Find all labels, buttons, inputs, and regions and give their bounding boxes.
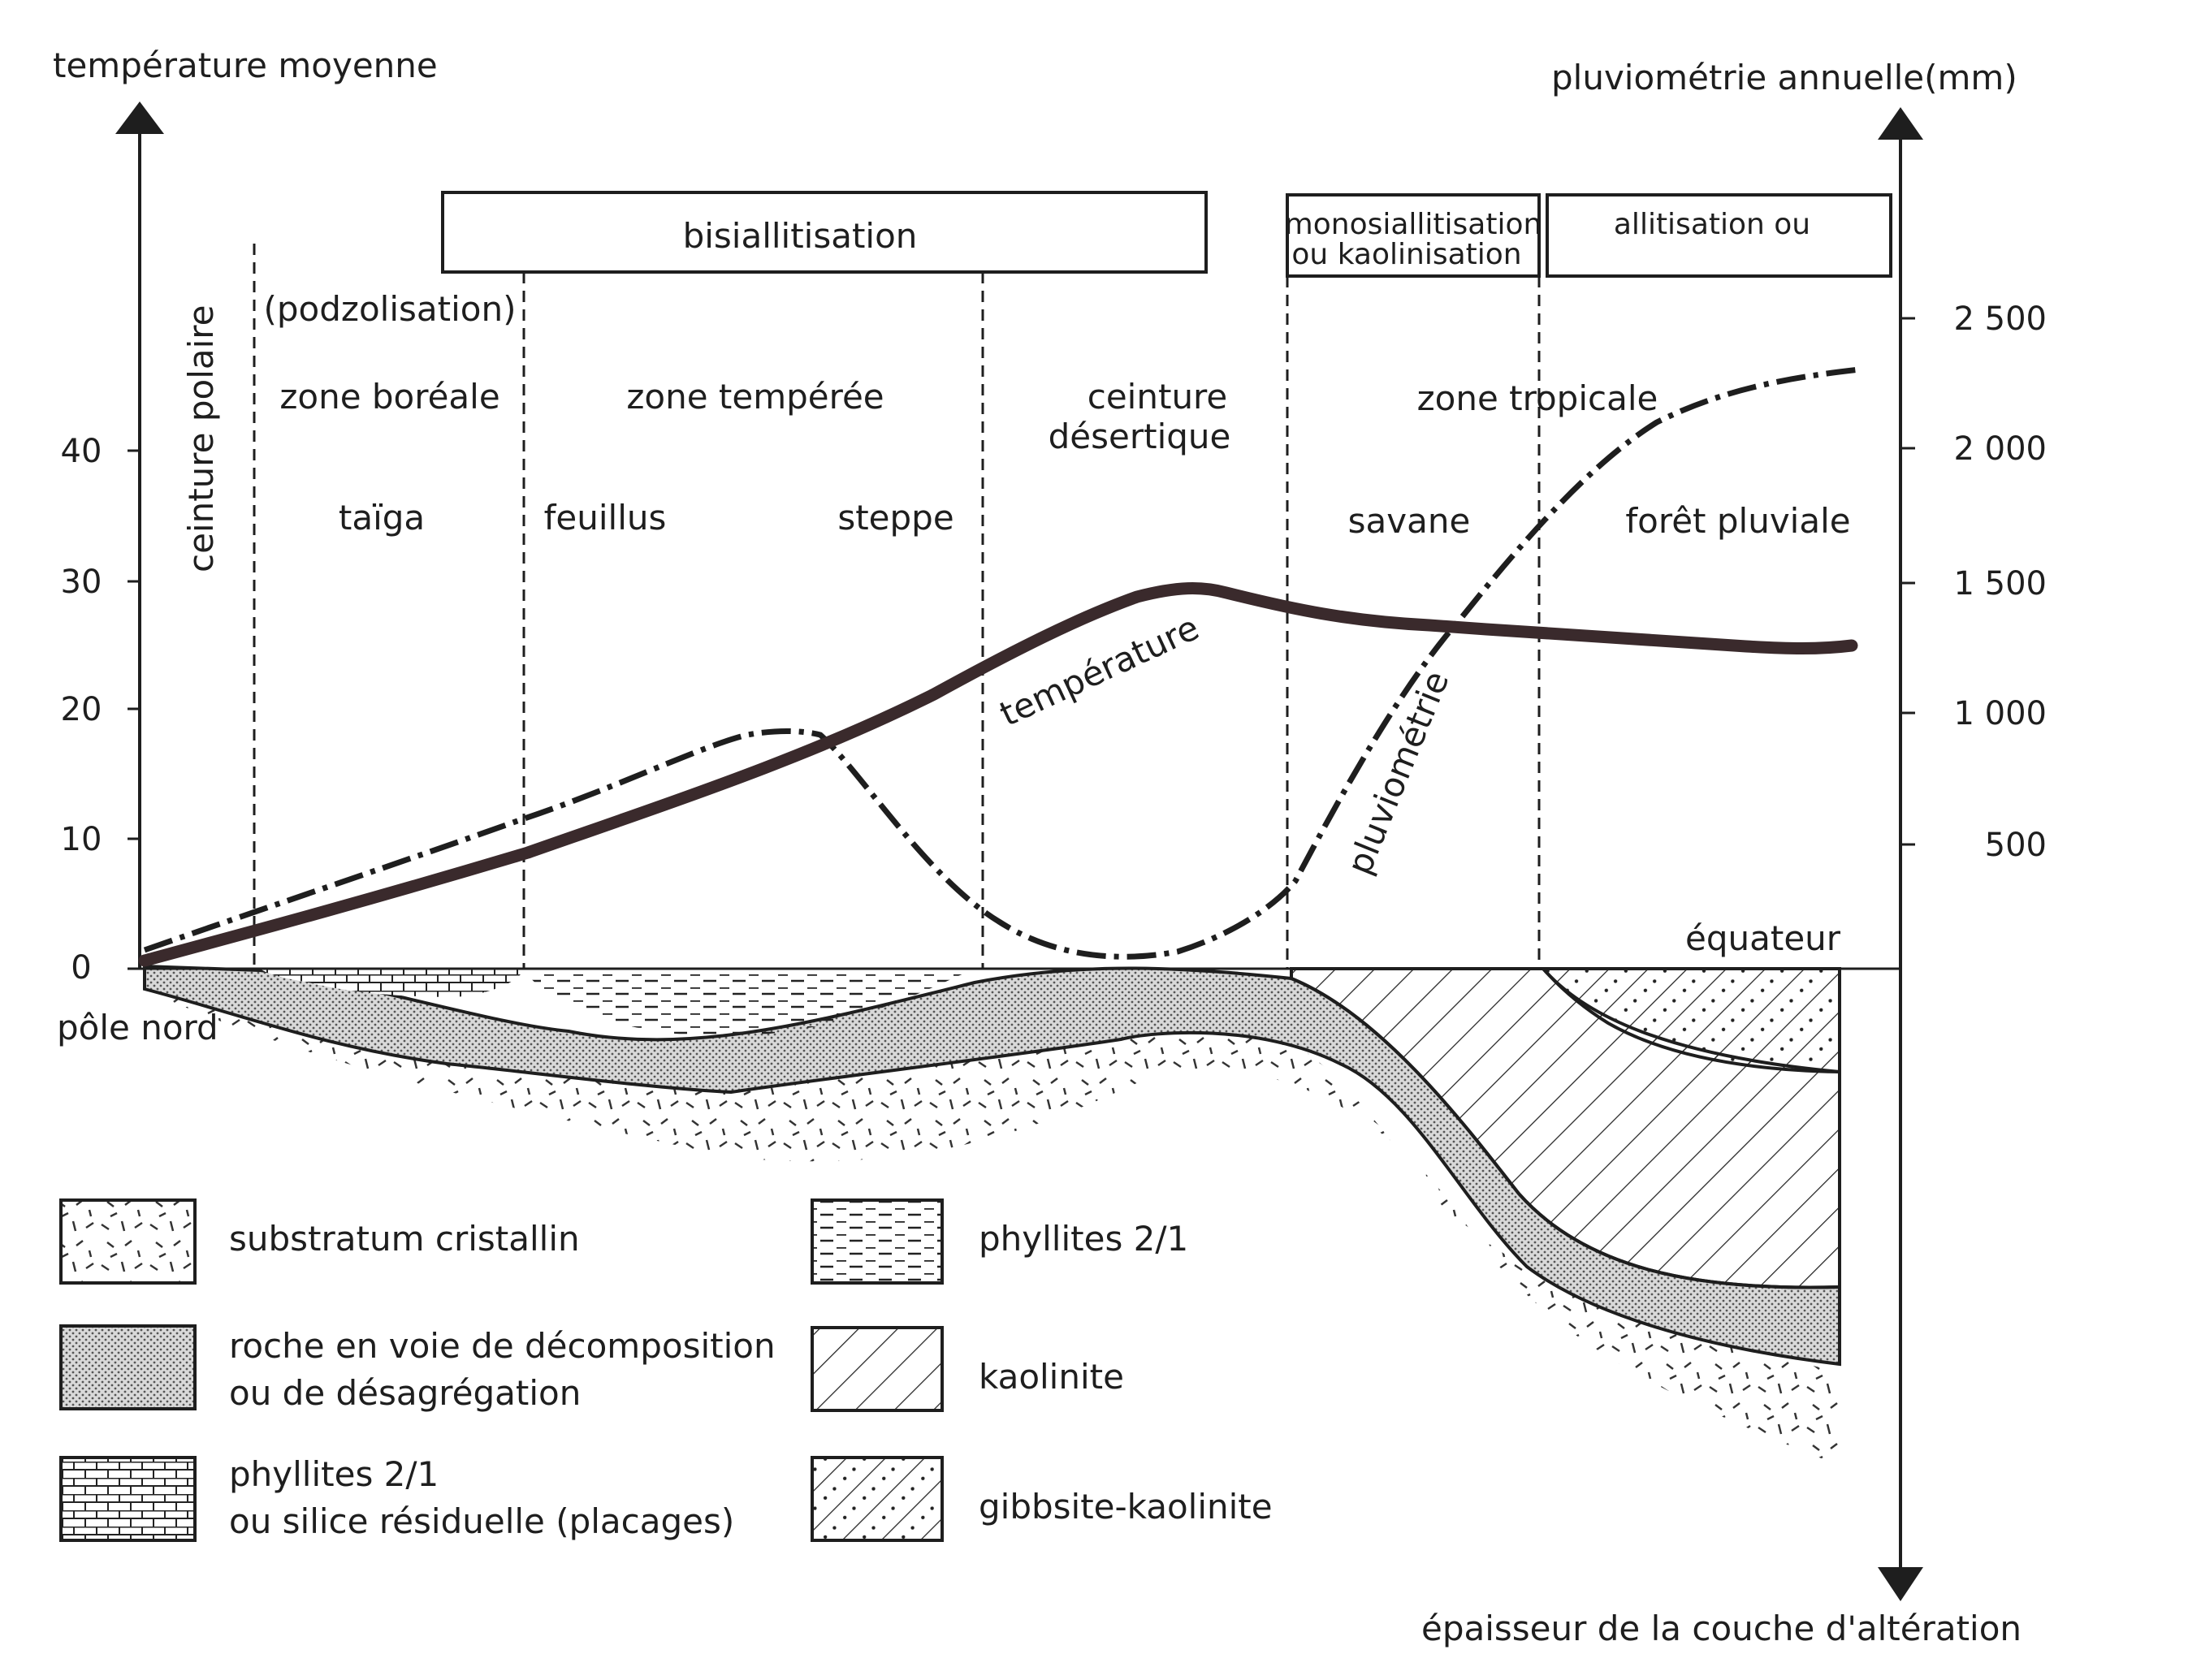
legend-swatch-hatchdots — [811, 1456, 944, 1542]
right-axis-up-arrow-icon — [1878, 107, 1923, 140]
legend-label: ou silice résiduelle (placages) — [229, 1501, 734, 1541]
zone-labels: ceinture polaire zone boréale zone tempé… — [181, 305, 1851, 572]
right-tick-label: 1 000 — [1953, 695, 2047, 732]
legend-label: phyllites 2/1 — [229, 1454, 439, 1494]
legend-swatch-crystalline — [59, 1198, 197, 1285]
process-boxes: bisiallitisation monosiallitisation ou k… — [264, 191, 1892, 329]
crystalline-substratum — [145, 989, 1840, 1466]
dashed-phyllite-patch — [524, 969, 975, 1037]
allitisation-box — [1546, 193, 1892, 278]
equator-label: équateur — [1685, 918, 1841, 958]
left-axis-title: température moyenne — [53, 45, 438, 85]
taiga-label: taïga — [339, 498, 425, 538]
kaolinisation-label: ou kaolinisation — [1291, 238, 1521, 271]
soil-profile — [140, 964, 1900, 1466]
right-tick-label: 2 000 — [1953, 430, 2047, 468]
right-ticks: 500 1 000 1 500 2 000 2 500 — [1900, 300, 2047, 864]
tropical-zone-label: zone tropicale — [1417, 378, 1658, 418]
podzolisation-label: (podzolisation) — [264, 289, 517, 329]
left-tick-label: 30 — [61, 564, 102, 601]
temperature-curve-label: température — [994, 607, 1205, 734]
legend: substratum cristallin roche en voie de d… — [59, 1198, 1273, 1542]
rainfall-curve — [143, 366, 1861, 960]
bisiallitisation-box — [441, 191, 1208, 274]
legend-label: substratum cristallin — [229, 1219, 580, 1259]
left-tick-label: 20 — [61, 691, 102, 728]
left-tick-label: 0 — [71, 949, 91, 987]
curves: température pluviométrie — [138, 366, 1861, 967]
right-axis-title: pluviométrie annuelle(mm) — [1551, 58, 2017, 97]
brick-phyllite-patch — [260, 969, 524, 997]
right-axis-down-arrow-icon — [1878, 1567, 1923, 1601]
allitisation-label: allitisation ou — [1614, 208, 1810, 241]
right-tick-label: 500 — [1985, 827, 2047, 864]
right-tick-label: 1 500 — [1953, 565, 2047, 602]
monosiallitisation-box — [1286, 193, 1541, 278]
monosiallitisation-label: monosiallitisation — [1285, 208, 1542, 241]
boreal-zone-label: zone boréale — [279, 377, 499, 417]
legend-swatch-stipple — [59, 1324, 197, 1410]
left-axis-arrow-icon — [115, 101, 164, 134]
savane-label: savane — [1348, 501, 1471, 541]
legend-swatch-brick — [59, 1456, 197, 1542]
temperature-curve — [138, 582, 1858, 967]
gibbsite-kaolinite-layer — [1539, 967, 1841, 1074]
bisiallitisation-label: bisiallitisation — [683, 216, 918, 256]
legend-swatch-dashes — [811, 1198, 944, 1285]
steppe-label: steppe — [837, 498, 953, 538]
legend-label: gibbsite-kaolinite — [979, 1487, 1273, 1527]
origin-label: pôle nord — [57, 1008, 218, 1047]
axes: température moyenne pluviométrie annuell… — [53, 45, 2047, 1648]
legend-label: roche en voie de décomposition — [229, 1326, 776, 1366]
right-tick-label: 2 500 — [1953, 300, 2047, 338]
left-tick-label: 10 — [61, 821, 102, 858]
feuillus-label: feuillus — [544, 498, 667, 538]
legend-label: ou de désagrégation — [229, 1373, 581, 1413]
foret-label: forêt pluviale — [1625, 501, 1850, 541]
left-ticks: 0 10 20 30 40 — [61, 433, 140, 987]
polar-belt-label: ceinture polaire — [181, 305, 221, 572]
left-tick-label: 40 — [61, 433, 102, 470]
temperate-zone-label: zone tempérée — [626, 377, 884, 417]
legend-label: phyllites 2/1 — [979, 1219, 1188, 1259]
desert-belt-label-1: ceinture — [1088, 377, 1228, 417]
legend-label: kaolinite — [979, 1357, 1124, 1397]
bottom-axis-title: épaisseur de la couche d'altération — [1421, 1609, 2022, 1648]
legend-swatch-hatch — [811, 1326, 944, 1412]
desert-belt-label-2: désertique — [1049, 417, 1231, 456]
